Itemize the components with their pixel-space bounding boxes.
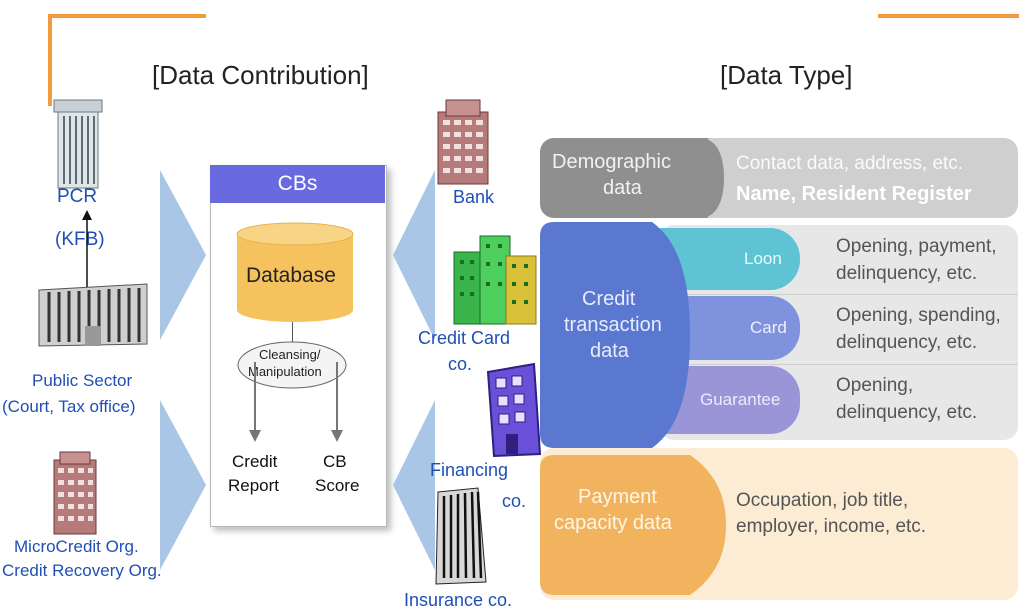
cleansing-label-line1: Cleansing/ — [259, 347, 321, 362]
guarantee-detail-line2: delinquency, etc. — [836, 402, 978, 423]
institution-arrow-lower — [393, 400, 435, 570]
demographic-tab-point — [700, 138, 724, 218]
loan-row-divider — [680, 294, 1018, 295]
frame-accent-left-vertical — [48, 14, 52, 106]
insurance-building-icon — [435, 487, 487, 585]
payment-capacity-tab — [540, 455, 726, 595]
credit-report-label-line1: Credit — [232, 452, 278, 471]
insurance-label: Insurance co. — [404, 590, 513, 610]
payment-label-line2: capacity data — [554, 512, 672, 534]
public-sector-label: Public Sector — [32, 371, 133, 390]
score-arrow — [331, 362, 343, 442]
database-icon — [236, 222, 354, 322]
guarantee-detail-line1: Opening, — [836, 375, 914, 396]
demographic-label-line2: data — [603, 177, 642, 199]
frame-accent-left-horizontal — [48, 14, 206, 18]
credit-recovery-label: Credit Recovery Org. — [2, 561, 162, 580]
financing-label: Financing — [430, 460, 509, 480]
credit-card-label-co: co. — [448, 354, 473, 374]
payment-label-line1: Payment — [578, 486, 657, 508]
financing-building-icon — [486, 362, 542, 458]
contribution-arrow-upper — [160, 170, 206, 340]
pcr-label: PCR — [57, 186, 98, 207]
report-arrow — [249, 362, 261, 442]
microcredit-building-icon — [53, 451, 97, 535]
payment-detail-line2: employer, income, etc. — [736, 516, 927, 537]
kfb-label: (KFB) — [55, 229, 105, 250]
credit-label-line2: transaction — [564, 314, 662, 336]
loan-tab-label: Loon — [744, 249, 782, 268]
card-row-divider — [680, 364, 1018, 365]
institution-arrow-upper — [393, 170, 435, 340]
card-detail-line2: delinquency, etc. — [836, 332, 978, 353]
payment-detail-line1: Occupation, job title, — [736, 490, 909, 511]
cb-score-label-line1: CB — [323, 452, 347, 471]
microcredit-label: MicroCredit Org. — [14, 537, 139, 556]
card-tab-label: Card — [750, 318, 787, 337]
cbs-title: CBs — [210, 165, 385, 203]
credit-label-line3: data — [590, 340, 629, 362]
contribution-arrow-lower — [160, 400, 206, 570]
database-connector — [292, 322, 293, 342]
cleansing-node — [237, 341, 347, 389]
cb-score-label-line2: Score — [315, 476, 360, 495]
demographic-detail-line2: Name, Resident Register — [736, 183, 972, 205]
public-sector-detail: (Court, Tax office) — [2, 397, 136, 416]
demographic-detail-line1: Contact data, address, etc. — [736, 153, 964, 174]
credit-card-label: Credit Card — [418, 328, 511, 348]
data-type-heading: [Data Type] — [720, 60, 853, 90]
card-detail-line1: Opening, spending, — [836, 305, 1001, 326]
credit-transaction-tab — [540, 222, 690, 448]
public-sector-building-icon — [38, 283, 148, 347]
financing-label-co: co. — [502, 491, 527, 511]
credit-report-label-line2: Report — [228, 476, 280, 495]
loan-detail-line1: Opening, payment, — [836, 236, 997, 257]
bank-building-icon — [437, 99, 489, 185]
loan-detail-line2: delinquency, etc. — [836, 263, 978, 284]
bank-label: Bank — [453, 187, 495, 207]
data-contribution-heading: [Data Contribution] — [152, 60, 369, 90]
credit-label-line1: Credit — [582, 288, 636, 310]
demographic-label-line1: Demographic — [552, 151, 671, 173]
pcr-building-icon — [53, 99, 103, 189]
demographic-tab — [540, 138, 708, 218]
guarantee-tab-label: Guarantee — [700, 390, 781, 409]
database-label: Database — [246, 264, 336, 287]
credit-card-building-icon — [453, 235, 537, 325]
cleansing-label-line2: Manipulation — [248, 364, 322, 379]
frame-accent-right-horizontal — [878, 14, 1019, 18]
